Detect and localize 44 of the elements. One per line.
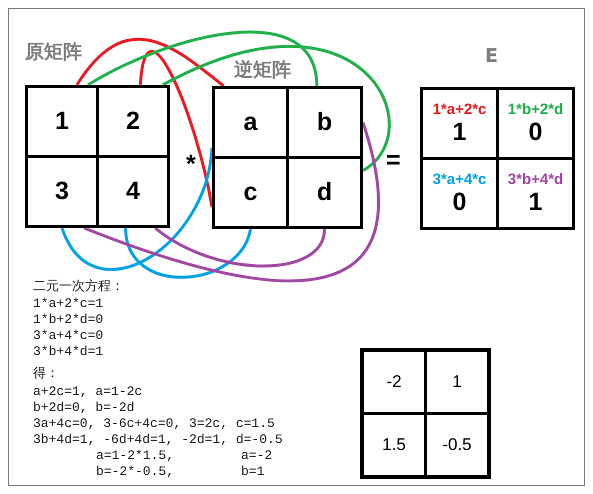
- curved-line: [138, 50, 214, 208]
- value-table: [361, 349, 490, 478]
- matrix-cell: d: [286, 156, 363, 229]
- equation-text: 3*a+4*c=0: [33, 328, 104, 343]
- formula-text: 1*a+2*c: [432, 100, 486, 118]
- equation-text: a+2c=1, a=1-2c: [33, 384, 142, 399]
- equation-text: 1*a+2*c=1: [33, 296, 104, 311]
- matrix-cell: 1: [25, 85, 99, 158]
- curved-line: [76, 38, 224, 88]
- equation-text: b+2d=0, b=-2d: [33, 400, 134, 415]
- curved-line: [60, 148, 214, 271]
- matrix-title: 原矩阵: [25, 40, 82, 65]
- formula-text: 3*b+4*d: [508, 170, 564, 188]
- matrix-cell: 3: [25, 155, 99, 228]
- equation-heading: 二元一次方程：: [33, 278, 124, 295]
- curved-line: [84, 122, 380, 282]
- matrix-cell: 4: [96, 155, 170, 228]
- formula-text: 1*b+2*d: [508, 100, 564, 118]
- matrix-cell: 2: [96, 85, 170, 158]
- cell-value: 0: [528, 118, 542, 146]
- curved-line: [87, 30, 318, 86]
- formula-text: 3*a+4*c: [432, 170, 486, 188]
- cell-value: 0: [452, 188, 466, 216]
- operator-sign: =: [386, 146, 401, 175]
- curved-line: [162, 44, 391, 172]
- matrix-cell: c: [212, 156, 289, 229]
- cell-value: 1: [528, 188, 542, 216]
- operator-sign: *: [186, 150, 196, 179]
- equation-heading: 得：: [33, 365, 59, 382]
- matrix-title: 逆矩阵: [234, 58, 291, 83]
- curved-line: [124, 228, 252, 279]
- curved-line: [154, 226, 326, 268]
- matrix-title: E: [485, 45, 498, 67]
- equation-text: a=-2: [241, 448, 272, 463]
- equation-text: 3a+4c=0, 3-6c+4c=0, 3=2c, c=1.5: [33, 416, 275, 431]
- equation-text: a=1-2*1.5,: [96, 448, 174, 463]
- equation-text: b=-2*-0.5,: [96, 464, 174, 479]
- equation-text: 1*b+2*d=0: [33, 312, 104, 327]
- equation-text: 3b+4d=1, -6d+4d=1, -2d=1, d=-0.5: [33, 432, 283, 447]
- equation-text: 3*b+4*d=1: [33, 344, 104, 359]
- equation-text: b=1: [241, 464, 264, 479]
- matrix-cell: a: [212, 86, 289, 159]
- matrix-cell: b: [286, 86, 363, 159]
- cell-value: 1: [452, 118, 466, 146]
